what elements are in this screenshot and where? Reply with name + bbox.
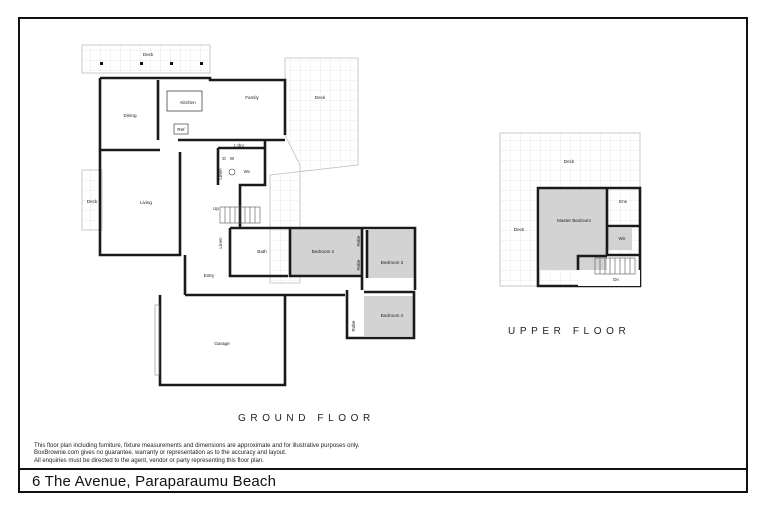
wir-label: Wir (619, 236, 626, 241)
wall-hall-right (238, 140, 267, 228)
dining-label: Dining (123, 113, 136, 118)
disclaimer-line: This floor plan including furniture, fix… (34, 443, 360, 449)
deck-post (200, 62, 203, 65)
fridge (173, 123, 189, 135)
bedroom4-label: Bedroom 4 (381, 313, 404, 318)
upper-deck-top-label: Deck (564, 159, 575, 164)
up-label: Up (213, 206, 219, 211)
deck-left (81, 169, 103, 231)
wc-label: Wc (244, 169, 251, 174)
plan-frame (18, 17, 748, 493)
linen2-label: Linen (218, 237, 223, 249)
upper-stair-wall (576, 254, 607, 270)
garage-label: Garage (214, 341, 230, 346)
wall-kitchen-family (156, 80, 285, 142)
dryer-label: D (222, 156, 226, 161)
wall-laundry (216, 146, 265, 185)
living-label: Living (140, 200, 152, 205)
upper-deck-left-label: Deck (514, 227, 525, 232)
wall-bath (228, 226, 417, 290)
bedroom3-floor (367, 230, 414, 278)
robe2-label: Robe (356, 259, 361, 270)
property-address: 6 The Avenue, Paraparaumu Beach (32, 473, 277, 490)
wall-bed2 (288, 228, 364, 290)
bedroom4-floor (364, 296, 414, 336)
bath-label: Bath (257, 249, 267, 254)
deck-left-label: Deck (87, 199, 98, 204)
ref-label: Ref (177, 127, 185, 132)
wc-fixture (228, 168, 236, 176)
disclaimer-line: BoxBrownie.com gives no guarantee, warra… (34, 450, 287, 457)
family-label: Family (245, 95, 259, 100)
bedroom2-floor (290, 228, 362, 276)
upper-floor: Deck Deck Master Bedroom Ens Wir Dn (499, 132, 642, 288)
bedroom3-label: Bedroom 3 (381, 260, 404, 265)
deck-top-label: Deck (143, 52, 154, 57)
upper-floor-title: UPPER FLOOR (508, 326, 631, 337)
deck-right-label: Deck (315, 95, 326, 100)
robe1-label: Robe (356, 235, 361, 246)
disclaimer: This floor plan including furniture, fix… (34, 443, 359, 465)
disclaimer-line: All enquiries must be directed to the ag… (34, 457, 264, 464)
wall-garage (158, 295, 287, 387)
robe3-label: Robe (351, 320, 356, 331)
linen-label: Linen (218, 168, 223, 180)
wall-top-main (100, 76, 287, 135)
kitchen-label: Kitchen (180, 100, 196, 105)
deck-post (140, 62, 143, 65)
kitchen-island (166, 90, 203, 112)
laundry-label: L'dry (234, 143, 245, 148)
master-bedroom-label: Master Bedroom (557, 218, 591, 223)
wall-corridor (183, 255, 345, 297)
wall-living (98, 150, 182, 257)
deck-top-posts (100, 62, 103, 65)
deck-top (81, 44, 211, 74)
ground-stairs (219, 206, 261, 224)
deck-post (170, 62, 173, 65)
wall-bed4 (345, 290, 416, 340)
master-clear (578, 270, 640, 286)
ground-floor-title: GROUND FLOOR (238, 413, 375, 424)
garage-door (154, 304, 160, 376)
washer-label: W (230, 156, 235, 161)
dn-label: Dn (613, 277, 619, 282)
ens-label: Ens (619, 199, 628, 204)
wir-floor (607, 228, 632, 250)
address-bar: 6 The Avenue, Paraparaumu Beach (18, 468, 748, 493)
upper-stairs (594, 257, 636, 275)
bedroom2-label: Bedroom 2 (312, 249, 335, 254)
ground-floor: Deck Deck Deck Dining Kitchen Ref Family… (81, 44, 417, 387)
entry-label: Entry (204, 273, 215, 278)
